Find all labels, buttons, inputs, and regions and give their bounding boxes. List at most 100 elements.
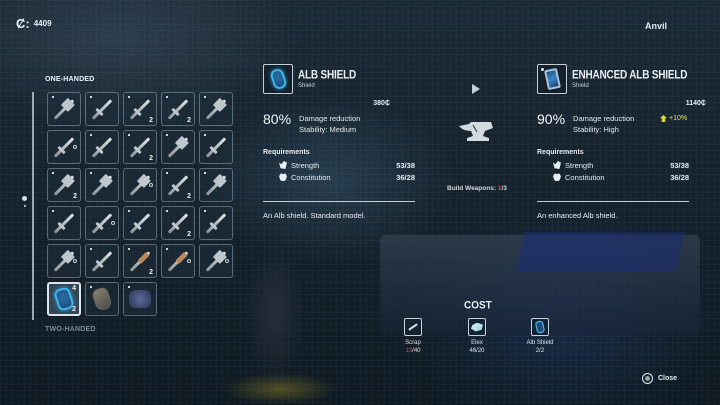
scroll-indicator-dot xyxy=(22,196,27,201)
new-item-indicator xyxy=(52,96,54,98)
sword-icon xyxy=(167,212,189,234)
club-icon xyxy=(167,250,189,272)
divider xyxy=(263,201,415,202)
inventory-slot[interactable] xyxy=(161,130,195,164)
inventory-slot[interactable] xyxy=(47,206,81,240)
item-name: ENHANCED ALB SHIELD xyxy=(572,68,688,82)
damage-reduction-label: Damage reduction xyxy=(299,114,361,123)
new-item-indicator xyxy=(90,134,92,136)
sword-icon xyxy=(91,212,113,234)
inventory-slot[interactable] xyxy=(85,92,119,126)
inventory-slot[interactable] xyxy=(199,206,233,240)
inventory-slot[interactable]: 2 xyxy=(47,168,81,202)
inventory-slot[interactable]: 2 xyxy=(123,130,157,164)
inventory-slot[interactable]: 2 xyxy=(161,206,195,240)
new-item-indicator xyxy=(166,134,168,136)
scroll-indicator-dot-small xyxy=(23,205,26,207)
inventory-slot[interactable] xyxy=(85,168,119,202)
shield-icon xyxy=(90,286,114,312)
item-type: Shield xyxy=(298,82,315,89)
sword-icon xyxy=(91,250,113,272)
item-price: 380₵ xyxy=(373,100,390,107)
inventory-slot[interactable] xyxy=(199,168,233,202)
category-one-handed[interactable]: ONE-HANDED xyxy=(45,76,95,83)
club-icon xyxy=(129,250,151,272)
inventory-slot[interactable] xyxy=(199,244,233,278)
inventory-slot[interactable] xyxy=(85,130,119,164)
cost-item-scrap: Scrap 13/40 xyxy=(383,318,443,354)
damage-bonus: +10% xyxy=(660,115,687,122)
player-character xyxy=(230,200,320,405)
new-item-indicator xyxy=(166,210,168,212)
constitution-icon xyxy=(553,173,561,181)
axe-icon xyxy=(205,250,227,272)
new-item-indicator xyxy=(166,96,168,98)
strength-icon xyxy=(279,161,287,169)
axe-icon xyxy=(53,98,75,120)
new-item-indicator xyxy=(204,96,206,98)
inventory-slot[interactable] xyxy=(47,244,81,278)
inventory-slot[interactable] xyxy=(47,92,81,126)
inventory-slot[interactable] xyxy=(85,282,119,316)
axe-icon xyxy=(205,98,227,120)
inventory-slot[interactable] xyxy=(123,168,157,202)
stability-label: Stability: Medium xyxy=(299,125,357,134)
inventory-slot[interactable]: 2 xyxy=(123,244,157,278)
new-item-indicator xyxy=(166,172,168,174)
coin-icon: Ȼ: xyxy=(16,16,30,31)
inventory-slot[interactable] xyxy=(161,244,195,278)
inventory-slot[interactable] xyxy=(85,244,119,278)
inventory-slot[interactable]: 2 xyxy=(161,168,195,202)
sword-icon xyxy=(53,136,75,158)
requirements: Requirements Strength 53/38 Constitution… xyxy=(263,149,415,183)
currency-display: Ȼ: 4409 xyxy=(16,17,52,30)
inventory-slot[interactable]: 2 xyxy=(161,92,195,126)
item-count: 2 xyxy=(73,193,77,200)
equipped-marker-icon xyxy=(111,221,115,225)
item-type: Shield xyxy=(572,82,589,89)
inventory-slot[interactable]: 2 xyxy=(123,92,157,126)
item-count: 2 xyxy=(149,269,153,276)
axe-icon xyxy=(129,174,151,196)
workbench-screen xyxy=(515,232,685,272)
equipped-marker-icon xyxy=(73,145,77,149)
item-price: 1140₵ xyxy=(685,100,706,107)
item-top-count: 4 xyxy=(72,285,76,292)
inventory-slot[interactable] xyxy=(47,130,81,164)
alb-shield-icon xyxy=(263,64,293,94)
requirements-title: Requirements xyxy=(537,149,584,156)
damage-reduction-value: 90% xyxy=(537,111,566,127)
item-count: 2 xyxy=(187,231,191,238)
inventory-slot[interactable] xyxy=(199,130,233,164)
item-name: ALB SHIELD xyxy=(298,68,357,82)
category-two-handed[interactable]: TWO-HANDED xyxy=(45,326,96,333)
inventory-slot[interactable] xyxy=(123,282,157,316)
requirement-strength: Strength 53/38 xyxy=(537,159,689,171)
inventory-slot[interactable] xyxy=(199,92,233,126)
elex-crystal-icon xyxy=(468,318,486,336)
strength-icon xyxy=(553,161,561,169)
sword-icon xyxy=(91,136,113,158)
sword-icon xyxy=(205,136,227,158)
upgrade-arrow-icon xyxy=(472,84,480,94)
close-button[interactable]: Close xyxy=(642,373,677,384)
cost-item-elex: Elex 46/20 xyxy=(447,318,507,354)
inventory-slot[interactable] xyxy=(123,206,157,240)
new-item-indicator xyxy=(128,134,130,136)
item-count: 2 xyxy=(187,193,191,200)
currency-amount: 4409 xyxy=(33,19,52,28)
divider xyxy=(537,201,689,202)
sword-icon xyxy=(53,212,75,234)
inventory-slot[interactable] xyxy=(85,206,119,240)
armor-piece-icon xyxy=(129,290,151,308)
new-item-indicator xyxy=(52,210,54,212)
sword-icon xyxy=(205,212,227,234)
equipped-marker-icon xyxy=(73,259,77,263)
inventory-scrollbar[interactable] xyxy=(32,92,34,320)
new-item-indicator xyxy=(90,286,92,288)
damage-reduction-label: Damage reduction xyxy=(573,114,635,123)
